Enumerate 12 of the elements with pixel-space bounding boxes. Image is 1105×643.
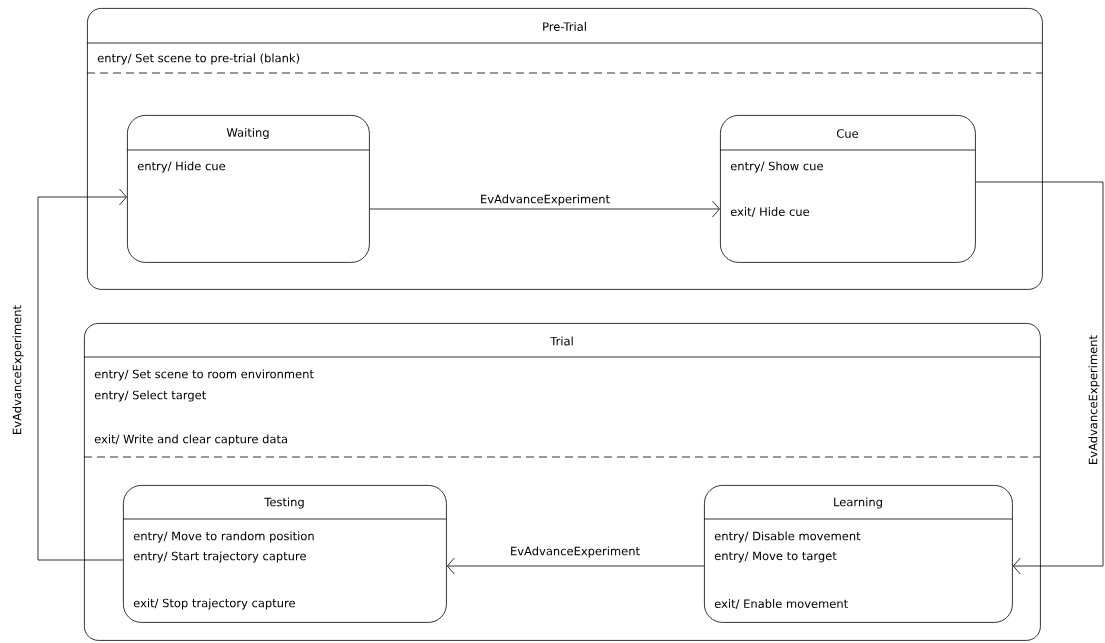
- arrow: [369, 200, 720, 218]
- edge-label: EvAdvanceExperiment: [11, 304, 25, 436]
- arrow: [446, 557, 705, 575]
- state-box: Cue entry/ Show cue exit/ Hide cue: [719, 115, 976, 263]
- arrow: [37, 188, 127, 561]
- state-box: Learning entry/ Disable movement entry/ Move to target exit/ Enable movement: [703, 485, 1013, 623]
- state-box: Testing entry/ Move to random position entry/ Start trajectory capture exit/ Stop trajectory capture: [122, 485, 447, 623]
- arrow: [975, 181, 1104, 575]
- state-box: Waiting entry/ Hide cue: [126, 115, 370, 263]
- edge-label: EvAdvanceExperiment: [1087, 334, 1101, 466]
- edge-label: EvAdvanceExperiment: [509, 545, 641, 559]
- edge-label: EvAdvanceExperiment: [479, 193, 611, 207]
